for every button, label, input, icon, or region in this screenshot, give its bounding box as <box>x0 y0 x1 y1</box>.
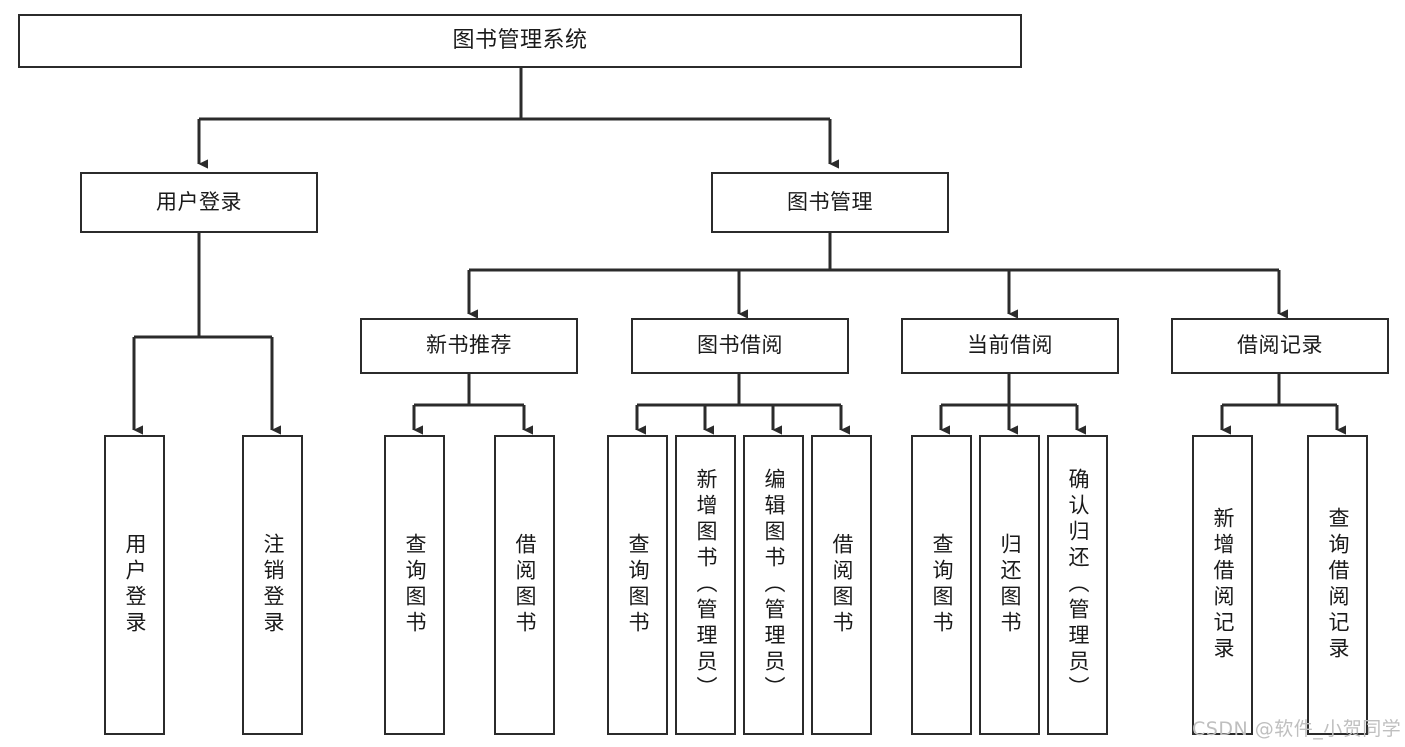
leaf-borrow-book-2[interactable]: 借阅图书 <box>811 435 872 735</box>
csdn-watermark: CSDN @软件_小贺同学 <box>1192 718 1402 740</box>
node-label: 注销登录 <box>261 533 285 637</box>
leaf-query-book-1[interactable]: 查询图书 <box>384 435 445 735</box>
leaf-user-login[interactable]: 用户登录 <box>104 435 165 735</box>
node-new-book-recommend[interactable]: 新书推荐 <box>360 318 578 374</box>
leaf-logout[interactable]: 注销登录 <box>242 435 303 735</box>
node-label: 用户登录 <box>156 189 242 214</box>
leaf-edit-book[interactable]: 编辑图书（管理员） <box>743 435 804 735</box>
leaf-add-record[interactable]: 新增借阅记录 <box>1192 435 1253 735</box>
node-label: 新增图书（管理员） <box>694 468 718 702</box>
leaf-add-book[interactable]: 新增图书（管理员） <box>675 435 736 735</box>
node-label: 编辑图书（管理员） <box>762 468 786 702</box>
leaf-query-book-3[interactable]: 查询图书 <box>911 435 972 735</box>
node-user-login[interactable]: 用户登录 <box>80 172 318 233</box>
node-label: 查询图书 <box>403 533 427 637</box>
node-book-manage[interactable]: 图书管理 <box>711 172 949 233</box>
node-label: 新书推荐 <box>426 333 512 358</box>
node-label: 图书管理系统 <box>452 27 588 53</box>
node-root-system[interactable]: 图书管理系统 <box>18 14 1022 68</box>
node-label: 当前借阅 <box>967 333 1053 358</box>
leaf-borrow-book-1[interactable]: 借阅图书 <box>494 435 555 735</box>
node-label: 图书借阅 <box>697 333 783 358</box>
node-label: 新增借阅记录 <box>1211 507 1235 663</box>
node-label: 借阅图书 <box>830 533 854 637</box>
leaf-query-record[interactable]: 查询借阅记录 <box>1307 435 1368 735</box>
node-label: 查询借阅记录 <box>1326 507 1350 663</box>
leaf-confirm-return[interactable]: 确认归还（管理员） <box>1047 435 1108 735</box>
node-label: 用户登录 <box>123 533 147 637</box>
node-label: 查询图书 <box>626 533 650 637</box>
node-label: 借阅图书 <box>513 533 537 637</box>
node-borrow-record[interactable]: 借阅记录 <box>1171 318 1389 374</box>
node-label: 确认归还（管理员） <box>1066 468 1090 702</box>
node-label: 借阅记录 <box>1237 333 1323 358</box>
node-book-borrow[interactable]: 图书借阅 <box>631 318 849 374</box>
node-label: 查询图书 <box>930 533 954 637</box>
node-label: 图书管理 <box>787 189 873 214</box>
leaf-query-book-2[interactable]: 查询图书 <box>607 435 668 735</box>
node-label: 归还图书 <box>998 533 1022 637</box>
leaf-return-book[interactable]: 归还图书 <box>979 435 1040 735</box>
node-current-borrow[interactable]: 当前借阅 <box>901 318 1119 374</box>
